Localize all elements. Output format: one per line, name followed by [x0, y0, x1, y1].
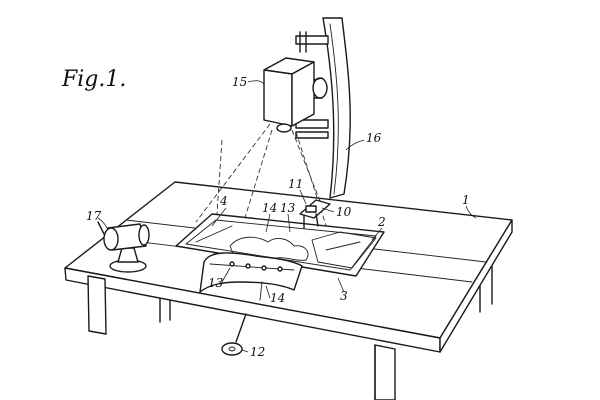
reference-labels: 15 16 11 1 4 14 13 10 2 17 13 14 3 12 [86, 75, 477, 359]
projector-housing [263, 57, 328, 133]
label-2: 2 [377, 215, 386, 229]
crank-handle [221, 313, 247, 356]
label-13-lower: 13 [208, 276, 224, 290]
lamp [97, 221, 150, 273]
label-10: 10 [336, 205, 352, 219]
figure-title: Fig.1. [61, 67, 126, 92]
label-17: 17 [86, 209, 102, 223]
label-15: 15 [232, 75, 247, 89]
label-13-upper: 13 [280, 201, 296, 215]
label-14-lower: 14 [270, 291, 285, 305]
label-1: 1 [462, 193, 470, 207]
support-column [295, 17, 351, 199]
label-4: 4 [219, 194, 228, 208]
carriage [299, 199, 331, 229]
label-3: 3 [340, 289, 348, 303]
label-12: 12 [250, 345, 265, 359]
label-11: 11 [288, 177, 303, 191]
label-16: 16 [366, 131, 382, 145]
film-holder [199, 252, 303, 301]
label-14-upper: 14 [262, 201, 277, 215]
